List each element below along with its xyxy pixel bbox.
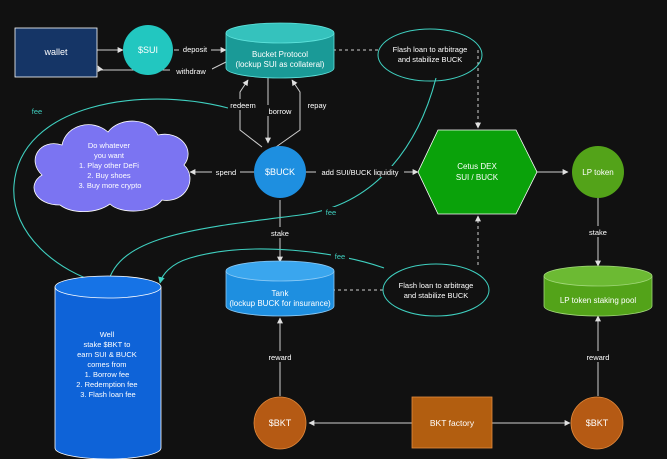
sui-label: $SUI	[138, 45, 158, 55]
node-bucket-protocol[interactable]: Bucket Protocol (lockup SUI as collatera…	[225, 22, 335, 79]
cetus-title: Cetus DEX	[457, 162, 497, 171]
lp-circle	[572, 146, 624, 198]
label-fee-left: fee	[32, 107, 42, 116]
well-line-8: 2. Redemption fee	[76, 380, 137, 389]
cloud-line-2: you want	[94, 151, 125, 160]
cloud-line-6: 3. Buy more crypto	[79, 181, 142, 190]
well-top	[54, 275, 162, 299]
label-spend: spend	[216, 168, 236, 177]
label-withdraw: withdraw	[175, 67, 206, 76]
bucket-title: Bucket Protocol	[252, 50, 308, 59]
node-wallet[interactable]: wallet	[14, 27, 98, 78]
label-add-liquidity: add SUI/BUCK liquidity	[321, 168, 398, 177]
well-line-4: earn SUI & BUCK	[77, 350, 137, 359]
node-sui[interactable]: $SUI	[123, 25, 173, 75]
node-flash-loan-top[interactable]: Flash loan to arbitrage and stabilize BU…	[377, 28, 483, 82]
pool-label: LP token staking pool	[560, 296, 637, 305]
flash-bottom-line2: and stabilize BUCK	[404, 291, 469, 300]
factory-box	[411, 396, 493, 449]
flash-bottom-line1: Flash loan to arbitrage	[399, 281, 474, 290]
wallet-label: wallet	[43, 47, 68, 57]
lp-label: LP token	[582, 168, 613, 177]
flash-top-ellipse	[377, 28, 483, 82]
cloud-line-1: Do whatever	[88, 141, 131, 150]
bucket-subtitle: (lockup SUI as collateral)	[236, 60, 325, 69]
tank-body	[225, 271, 335, 317]
label-fee-tank: fee	[335, 252, 345, 261]
bucket-body	[225, 33, 335, 79]
flash-top-line2: and stabilize BUCK	[398, 55, 463, 64]
node-defi-cloud[interactable]: Do whatever you want 1. Play other DeFi …	[33, 120, 191, 213]
well-line-3: stake $BKT to	[83, 340, 130, 349]
node-cetus-dex[interactable]: Cetus DEX SUI / BUCK	[417, 129, 538, 215]
label-deposit: deposit	[183, 45, 208, 54]
bkt-right-label: $BKT	[586, 418, 609, 428]
edge-repay	[275, 79, 301, 148]
buck-label: $BUCK	[265, 167, 295, 177]
label-fee-middle: fee	[326, 208, 336, 217]
well-body	[54, 287, 162, 459]
node-buck[interactable]: $BUCK	[254, 146, 306, 198]
label-reward-left: reward	[269, 353, 292, 362]
cetus-hexagon	[417, 129, 538, 215]
bkt-right-circle	[570, 396, 624, 450]
label-reward-right: reward	[587, 353, 610, 362]
factory-label: BKT factory	[430, 418, 475, 428]
bkt-left-label: $BKT	[269, 418, 292, 428]
well-line-9: 3. Flash loan fee	[80, 390, 135, 399]
bkt-left-circle	[253, 396, 307, 450]
tank-title: Tank	[272, 289, 290, 298]
pool-body	[543, 276, 653, 317]
edge-labels: deposit withdraw redeem borrow repay spe…	[28, 43, 614, 362]
node-bkt-left[interactable]: $BKT	[253, 396, 307, 450]
node-well[interactable]: Well stake $BKT to earn SUI & BUCK comes…	[54, 275, 162, 459]
well-line-1: Well	[100, 330, 115, 339]
bucket-top	[225, 22, 335, 44]
label-stake-lp: stake	[589, 228, 607, 237]
node-tank[interactable]: Tank (lockup BUCK for insurance)	[225, 260, 335, 317]
node-flash-loan-bottom[interactable]: Flash loan to arbitrage and stabilize BU…	[382, 263, 490, 317]
label-redeem: redeem	[230, 101, 255, 110]
cloud-text: Do whatever you want 1. Play other DeFi …	[79, 141, 142, 190]
node-lp-staking-pool[interactable]: LP token staking pool	[543, 265, 653, 317]
well-text: Well stake $BKT to earn SUI & BUCK comes…	[76, 330, 139, 399]
edges	[97, 47, 601, 426]
tank-subtitle: (lockup BUCK for insurance)	[229, 299, 331, 308]
cloud-line-5: 2. Buy shoes	[87, 171, 131, 180]
cetus-subtitle: SUI / BUCK	[456, 173, 499, 182]
label-stake-buck: stake	[271, 229, 289, 238]
edge-fee-left	[13, 98, 229, 285]
node-bkt-right[interactable]: $BKT	[570, 396, 624, 450]
buck-circle	[254, 146, 306, 198]
label-borrow: borrow	[269, 107, 293, 116]
edge-fee-middle	[106, 77, 437, 284]
cloud-line-4: 1. Play other DeFi	[79, 161, 139, 170]
sui-circle	[123, 25, 173, 75]
flash-bottom-ellipse	[382, 263, 490, 317]
node-bkt-factory[interactable]: BKT factory	[411, 396, 493, 449]
well-line-7: 1. Borrow fee	[85, 370, 130, 379]
flash-top-line1: Flash loan to arbitrage	[393, 45, 468, 54]
edge-redeem	[239, 79, 263, 148]
cloud-shape	[33, 120, 191, 213]
node-lp-token[interactable]: LP token	[572, 146, 624, 198]
tank-top	[225, 260, 335, 282]
pool-top	[543, 265, 653, 287]
well-line-5: comes from	[87, 360, 126, 369]
label-repay: repay	[308, 101, 327, 110]
wallet-box	[14, 27, 98, 78]
